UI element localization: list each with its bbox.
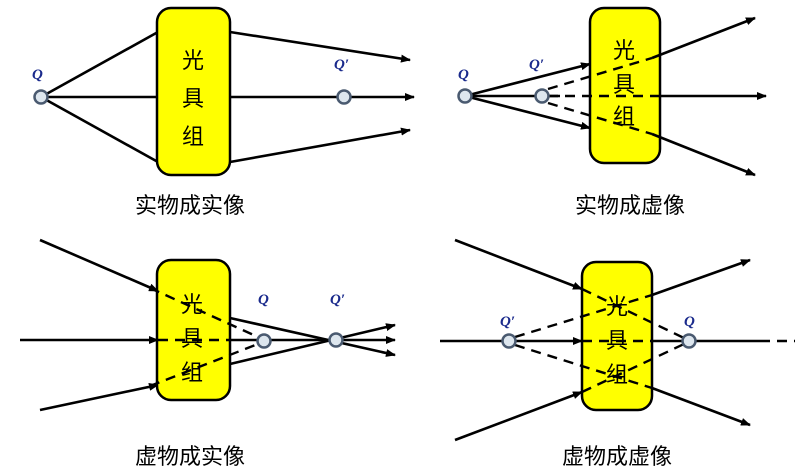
image-point [336,89,352,105]
optical-system-box [588,6,662,165]
box-char: 光 [181,293,203,318]
image-point [534,88,550,104]
image-label: Q′ [334,57,349,73]
caption: 虚物成实像 [135,445,245,470]
object-label: Q [684,314,695,330]
panel-real-object-virtual-image: Q Q′ 光 具 组 实物成虚像 [457,6,767,219]
caption: 实物成虚像 [575,194,685,219]
caption: 虚物成虚像 [562,445,672,470]
object-point [457,88,473,104]
box-char: 光 [606,295,628,320]
panel-virtual-object-real-image: Q Q′ 光 具 组 虚物成实像 [20,238,396,470]
box-char: 具 [613,73,635,98]
caption: 实物成实像 [135,194,245,219]
image-point [501,333,517,349]
object-point [681,333,697,349]
box-char: 具 [182,87,204,112]
box-char: 组 [182,125,204,150]
image-label: Q′ [500,314,515,330]
box-char: 光 [182,49,204,74]
panel-virtual-object-virtual-image: Q′ Q 光 具 组 虚物成虚像 [440,238,795,470]
box-char: 光 [613,39,635,64]
optical-system-box [155,258,232,402]
object-point [256,333,272,349]
object-label: Q [258,292,269,308]
optical-system-box [155,6,232,177]
box-char: 组 [181,361,203,386]
object-point [33,89,49,105]
optical-system-box [580,260,654,412]
box-char: 组 [613,105,635,130]
box-char: 组 [606,363,628,388]
object-label: Q [458,67,469,83]
box-char: 具 [181,327,203,352]
image-point [328,332,344,348]
object-label: Q [32,67,43,83]
panel-real-object-real-image: Q Q′ 光 具 组 实物成实像 [32,6,415,219]
box-char: 具 [606,329,628,354]
image-label: Q′ [529,57,544,73]
image-label: Q′ [330,292,345,308]
